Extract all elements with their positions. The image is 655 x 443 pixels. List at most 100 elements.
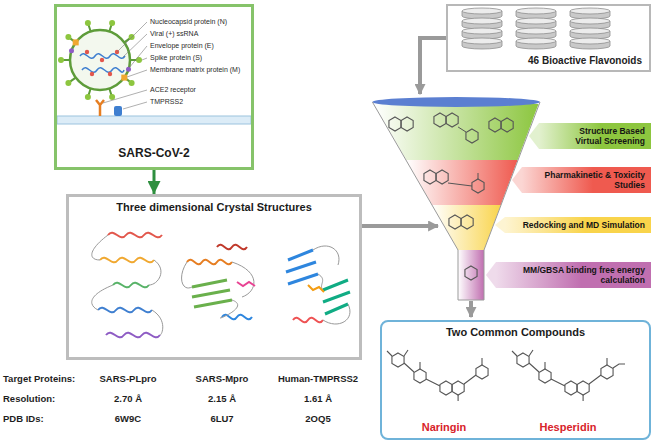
molecule	[489, 118, 501, 132]
spike-head	[85, 94, 91, 100]
ring	[577, 381, 589, 395]
molecule	[472, 179, 484, 193]
molecule	[389, 117, 401, 131]
chevron-tip	[486, 262, 496, 288]
nucleocapsid	[108, 72, 112, 76]
spike-head	[65, 34, 71, 40]
funnel-stage	[432, 205, 501, 250]
loop	[313, 246, 350, 324]
strand	[192, 280, 232, 307]
disc	[462, 38, 502, 49]
table-cell: 2.70 Å	[114, 394, 142, 405]
ring	[414, 369, 426, 383]
disc	[570, 18, 610, 29]
tmprss2-label: TMPRSS2	[150, 98, 183, 106]
virus	[57, 20, 251, 124]
helix	[187, 260, 232, 265]
rna-label: Viral (+) ssRNA	[150, 30, 198, 38]
molecule	[465, 266, 477, 280]
table-cell: SARS-PLpro	[100, 374, 157, 385]
membrane-protein	[73, 39, 79, 45]
node-title: Three dimensional Crystal Structures	[69, 201, 359, 213]
disc	[516, 18, 556, 29]
ring	[392, 353, 404, 367]
table-cell: 2OQ5	[305, 414, 330, 425]
hesperidin-structure	[512, 350, 625, 401]
disc	[462, 8, 502, 19]
ligand	[237, 282, 255, 286]
strand	[323, 280, 350, 314]
chevron-tip-shape	[512, 167, 522, 193]
chevron-tip-shape	[486, 262, 496, 288]
chevron-tip-shape	[495, 217, 505, 233]
molecule	[466, 129, 478, 143]
table-cell: 1.61 Å	[304, 394, 332, 405]
row-header: Target Proteins:	[3, 374, 75, 385]
step-band: Pharmakinetic & Toxicity Studies	[522, 167, 651, 193]
tmprss2-structure	[286, 246, 350, 324]
flow-arrow	[469, 301, 473, 317]
molecule	[436, 170, 448, 184]
nucleocapsid	[90, 72, 94, 76]
ring	[452, 381, 464, 395]
bond	[387, 350, 482, 401]
ring	[601, 365, 613, 379]
leader-lines	[103, 22, 147, 109]
spike-stems	[61, 23, 139, 97]
table-cell: 2.15 Å	[208, 394, 236, 405]
disc	[462, 18, 502, 29]
step-band: Structure Based Virtual Screening	[539, 123, 651, 149]
envelope-protein	[69, 48, 74, 53]
helix	[113, 283, 149, 288]
bond	[512, 350, 625, 401]
nucleocapsid-label: Nucleocapsid protein (N)	[150, 18, 227, 26]
funnel-stage	[406, 160, 517, 205]
mpro-structure	[182, 245, 255, 320]
envelope-protein	[126, 67, 131, 72]
structure-panel: Three dimensional Crystal Structures	[66, 194, 362, 360]
helix	[106, 333, 160, 338]
row-header: Resolution:	[3, 394, 55, 405]
funnel-rim	[372, 97, 540, 107]
row-header: PDB IDs:	[3, 414, 44, 425]
compound-name: Hesperidin	[518, 421, 618, 433]
result-panel: Two Common CompoundsNaringin Hesperidin	[380, 320, 651, 440]
flow-arrow	[420, 38, 446, 94]
helix	[98, 308, 152, 313]
node-title: 46 Bioactive Flavonoids	[528, 55, 642, 66]
disc	[570, 8, 610, 19]
chevron-tip	[495, 217, 505, 233]
membrane-label: Membrane matrix protein (M)	[150, 66, 240, 74]
molecule	[501, 118, 513, 132]
node-title: Structure Based Virtual Screening	[551, 126, 645, 146]
bond	[448, 127, 478, 186]
node-title: Two Common Compounds	[382, 326, 649, 338]
molecule	[461, 215, 473, 229]
disc	[570, 28, 610, 39]
spike-head	[109, 20, 115, 26]
helix	[100, 258, 154, 263]
helix	[217, 245, 247, 250]
molecule	[446, 113, 458, 127]
node-title: Redocking and MD Simulation	[517, 220, 645, 230]
spike-head	[65, 80, 71, 86]
table-cell: Human-TMPRSS2	[278, 374, 358, 385]
rna-strand	[80, 54, 125, 73]
spike-label: Spike protein (S)	[150, 54, 202, 62]
helix	[293, 318, 323, 323]
nucleocapsid	[85, 50, 89, 54]
table-cell: SARS-Mpro	[196, 374, 249, 385]
plpro-structure	[92, 233, 163, 338]
cell-membrane	[57, 116, 251, 124]
compound-name: Naringin	[399, 421, 489, 433]
funnel-neck	[458, 250, 484, 300]
chevron-tip	[529, 123, 539, 149]
molecule	[449, 215, 461, 229]
disc	[516, 8, 556, 19]
envelope-label: Envelope protein (E)	[150, 42, 214, 50]
disc	[516, 28, 556, 39]
chevron-tip-shape	[529, 123, 539, 149]
spike-head	[109, 94, 115, 100]
